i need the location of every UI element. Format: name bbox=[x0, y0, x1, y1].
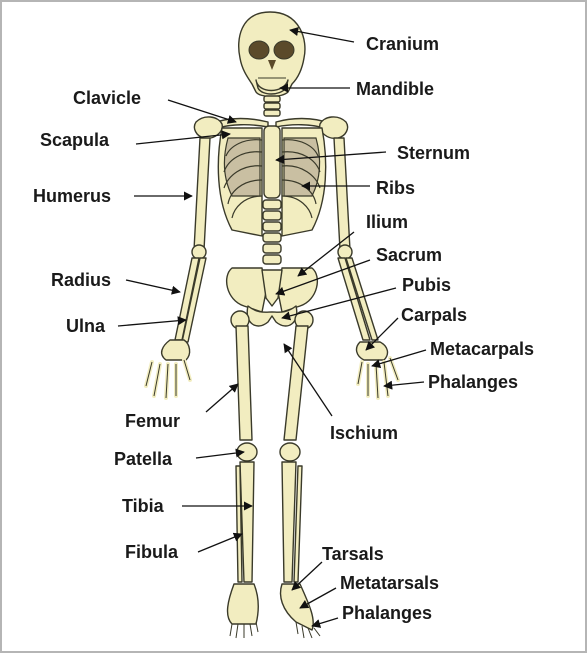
label-ilium: Ilium bbox=[366, 212, 408, 232]
leg-left bbox=[226, 310, 259, 639]
leader-metatarsals bbox=[299, 587, 337, 609]
leader-pubis bbox=[281, 287, 397, 321]
label-femur: Femur bbox=[125, 411, 180, 431]
label-metatarsals: Metatarsals bbox=[340, 573, 439, 593]
label-cranium: Cranium bbox=[366, 34, 439, 54]
leader-sacrum bbox=[275, 259, 371, 296]
leader-phalanges-foot bbox=[311, 617, 339, 628]
leader-clavicle bbox=[167, 99, 237, 124]
leader-radius bbox=[125, 279, 181, 295]
label-tarsals: Tarsals bbox=[322, 544, 384, 564]
labels: Cranium Mandible Clavicle Scapula Sternu… bbox=[33, 34, 534, 623]
label-scapula: Scapula bbox=[40, 130, 110, 150]
label-sternum: Sternum bbox=[397, 143, 470, 163]
leg-right bbox=[279, 310, 321, 639]
label-humerus: Humerus bbox=[33, 186, 111, 206]
label-radius: Radius bbox=[51, 270, 111, 290]
label-phalanges-hand: Phalanges bbox=[428, 372, 518, 392]
label-phalanges-foot: Phalanges bbox=[342, 603, 432, 623]
leader-tarsals bbox=[291, 561, 323, 591]
leader-carpals bbox=[365, 317, 399, 351]
leader-phalanges-hand bbox=[383, 380, 425, 390]
label-ischium: Ischium bbox=[330, 423, 398, 443]
label-tibia: Tibia bbox=[122, 496, 165, 516]
leader-ulna bbox=[117, 316, 187, 327]
leader-ilium bbox=[297, 231, 355, 277]
label-ulna: Ulna bbox=[66, 316, 106, 336]
lumbar-spine bbox=[262, 199, 282, 265]
leader-metacarpals bbox=[371, 349, 427, 369]
label-patella: Patella bbox=[114, 449, 173, 469]
leader-sternum bbox=[275, 151, 387, 164]
leader-ischium bbox=[283, 343, 333, 417]
label-fibula: Fibula bbox=[125, 542, 179, 562]
label-clavicle: Clavicle bbox=[73, 88, 141, 108]
cervical-spine bbox=[263, 95, 281, 117]
shoulder-right bbox=[319, 116, 349, 139]
sternum bbox=[263, 125, 281, 199]
leader-scapula bbox=[135, 130, 231, 145]
label-ribs: Ribs bbox=[376, 178, 415, 198]
label-mandible: Mandible bbox=[356, 79, 434, 99]
arm-right bbox=[333, 137, 400, 400]
pelvis bbox=[225, 267, 319, 327]
skull bbox=[238, 11, 306, 98]
leader-patella bbox=[195, 448, 245, 459]
leader-fibula bbox=[197, 532, 243, 553]
label-carpals: Carpals bbox=[401, 305, 467, 325]
leader-cranium bbox=[289, 27, 355, 43]
leader-lines bbox=[117, 27, 427, 628]
leader-femur bbox=[205, 383, 239, 413]
label-pubis: Pubis bbox=[402, 275, 451, 295]
label-metacarpals: Metacarpals bbox=[430, 339, 534, 359]
arm-left bbox=[144, 137, 211, 400]
label-sacrum: Sacrum bbox=[376, 245, 442, 265]
